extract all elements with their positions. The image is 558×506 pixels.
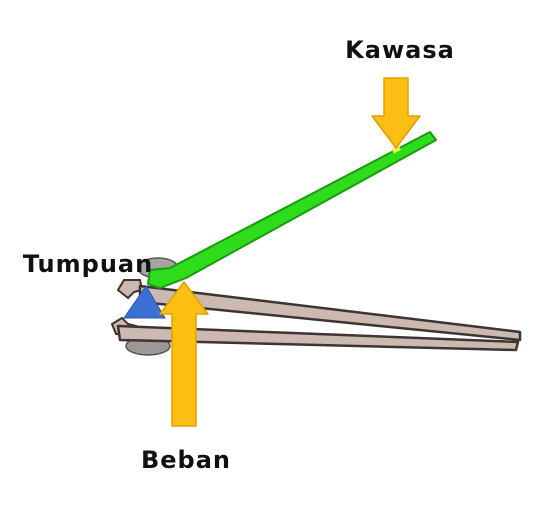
fulcrum-triangle-icon	[123, 285, 166, 319]
effort-down-arrow-icon	[371, 77, 421, 149]
load-up-arrow-icon	[159, 281, 209, 427]
lower-arm	[116, 324, 520, 352]
effort-label: Kawasa	[345, 36, 455, 64]
load-label: Beban	[141, 446, 231, 474]
lever-arm	[147, 131, 437, 289]
fulcrum-label: Tumpuan	[23, 250, 153, 278]
